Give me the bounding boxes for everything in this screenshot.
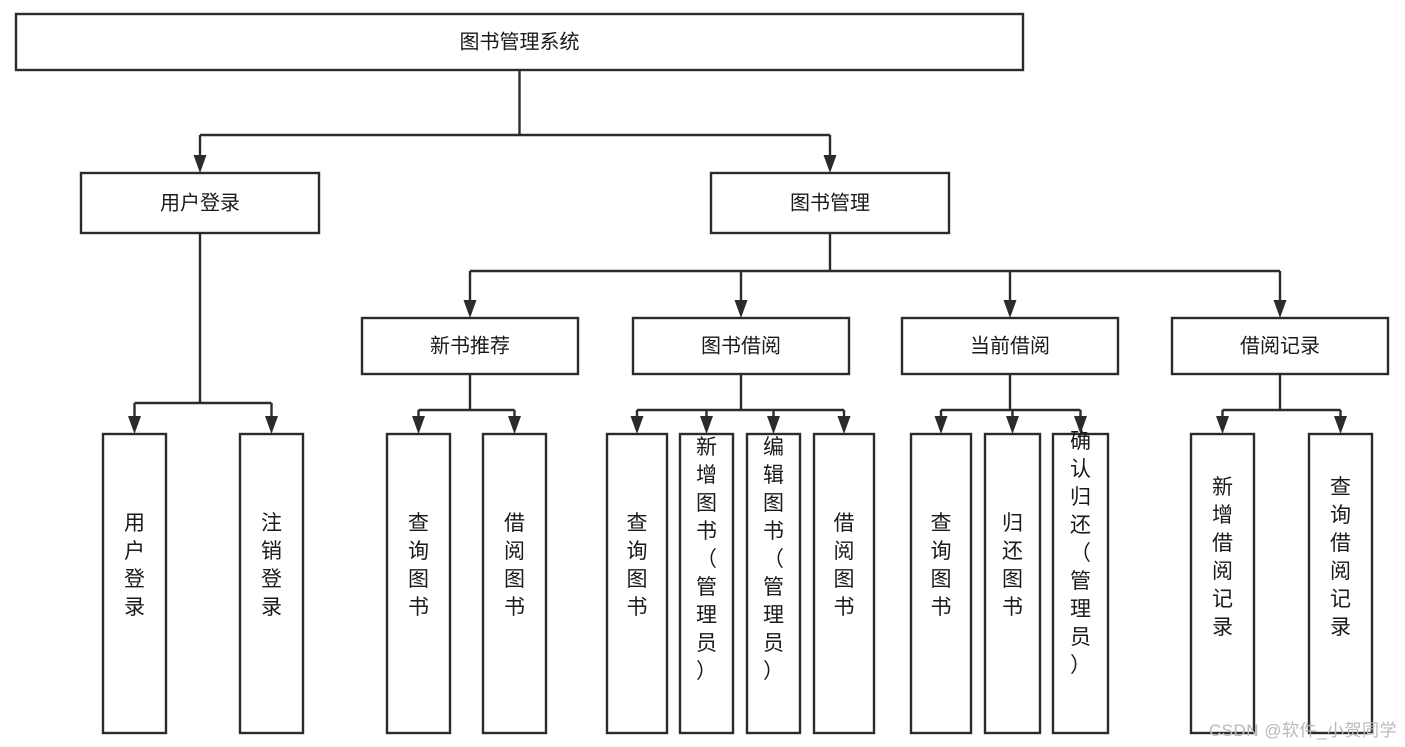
node-borrow[interactable]: 图书借阅	[631, 316, 851, 376]
node-label: 查询图书	[931, 512, 952, 619]
node-nb-borrow[interactable]: 借阅图书	[481, 432, 548, 735]
arrow-head-icon	[1074, 416, 1087, 434]
arrow-head-icon	[823, 155, 837, 173]
node-label: 借阅图书	[834, 512, 855, 619]
node-cb-query[interactable]: 查询图书	[909, 432, 973, 735]
node-box	[481, 432, 548, 735]
arrow-head-icon	[508, 416, 521, 434]
node-box	[983, 432, 1042, 735]
node-label: 查询图书	[408, 512, 429, 619]
node-current[interactable]: 当前借阅	[900, 316, 1120, 376]
node-bookmgmt[interactable]: 图书管理	[709, 171, 951, 235]
node-label: 新增图书（管理员）	[696, 436, 717, 683]
csdn-watermark: CSDN @软件_小贺同学	[1208, 721, 1397, 740]
node-box	[79, 171, 321, 235]
node-box	[1307, 432, 1374, 735]
arrow-head-icon	[265, 416, 278, 434]
arrow-head-icon	[1006, 416, 1019, 434]
node-box	[360, 316, 580, 376]
arrow-head-icon	[1273, 300, 1287, 318]
node-box	[745, 432, 802, 735]
node-label: 新增借阅记录	[1212, 476, 1233, 639]
node-label: 确认归还（管理员）	[1070, 430, 1091, 677]
node-layer: 图书管理系统用户登录图书管理新书推荐图书借阅当前借阅借阅记录用户登录注销登录查询…	[14, 12, 1390, 735]
node-box	[238, 432, 305, 735]
node-label: 查询借阅记录	[1330, 476, 1351, 639]
node-box	[900, 316, 1120, 376]
node-box	[1051, 432, 1110, 735]
arrow-head-icon	[128, 416, 141, 434]
node-box	[14, 12, 1025, 72]
node-login[interactable]: 用户登录	[79, 171, 321, 235]
node-nb-query[interactable]: 查询图书	[385, 432, 452, 735]
node-records[interactable]: 借阅记录	[1170, 316, 1390, 376]
node-cb-confirm[interactable]: 确认归还（管理员）	[1051, 430, 1110, 735]
node-box	[1170, 316, 1390, 376]
node-box	[678, 432, 735, 735]
node-bw-add[interactable]: 新增图书（管理员）	[678, 432, 735, 735]
node-logout[interactable]: 注销登录	[238, 432, 305, 735]
node-label: 当前借阅	[970, 334, 1050, 357]
arrow-head-icon	[1216, 416, 1229, 434]
node-label: 用户登录	[124, 512, 145, 619]
node-bw-borrow[interactable]: 借阅图书	[812, 432, 876, 735]
node-box	[385, 432, 452, 735]
arrow-head-icon	[412, 416, 425, 434]
arrow-head-icon	[1334, 416, 1347, 434]
node-bw-edit[interactable]: 编辑图书（管理员）	[745, 432, 802, 735]
arrow-head-icon	[700, 416, 713, 434]
node-label: 图书管理系统	[460, 30, 580, 53]
node-box	[101, 432, 168, 735]
node-box	[812, 432, 876, 735]
node-box	[709, 171, 951, 235]
node-newbook[interactable]: 新书推荐	[360, 316, 580, 376]
node-root[interactable]: 图书管理系统	[14, 12, 1025, 72]
node-cb-return[interactable]: 归还图书	[983, 432, 1042, 735]
arrow-head-icon	[934, 416, 948, 434]
arrow-head-icon	[837, 416, 851, 434]
node-box	[909, 432, 973, 735]
node-label: 图书管理	[790, 191, 870, 214]
node-label: 图书借阅	[701, 334, 781, 357]
node-box	[1189, 432, 1256, 735]
node-label: 借阅图书	[504, 512, 525, 619]
arrow-head-icon	[193, 155, 207, 173]
node-label: 编辑图书（管理员）	[763, 436, 784, 683]
node-bw-query[interactable]: 查询图书	[605, 432, 669, 735]
arrow-head-icon	[734, 300, 748, 318]
arrow-head-icon	[630, 416, 644, 434]
connector-layer	[128, 70, 1347, 434]
node-userlogin[interactable]: 用户登录	[101, 432, 168, 735]
arrow-head-icon	[767, 416, 780, 434]
arrow-head-icon	[463, 300, 477, 318]
node-label: 归还图书	[1002, 512, 1023, 619]
node-label: 注销登录	[261, 512, 282, 619]
arrow-head-icon	[1003, 300, 1017, 318]
node-rc-add[interactable]: 新增借阅记录	[1189, 432, 1256, 735]
node-label: 用户登录	[160, 191, 240, 214]
node-label: 借阅记录	[1240, 334, 1320, 357]
node-box	[631, 316, 851, 376]
node-rc-query[interactable]: 查询借阅记录	[1307, 432, 1374, 735]
node-label: 新书推荐	[430, 334, 510, 357]
node-box	[605, 432, 669, 735]
node-label: 查询图书	[627, 512, 648, 619]
